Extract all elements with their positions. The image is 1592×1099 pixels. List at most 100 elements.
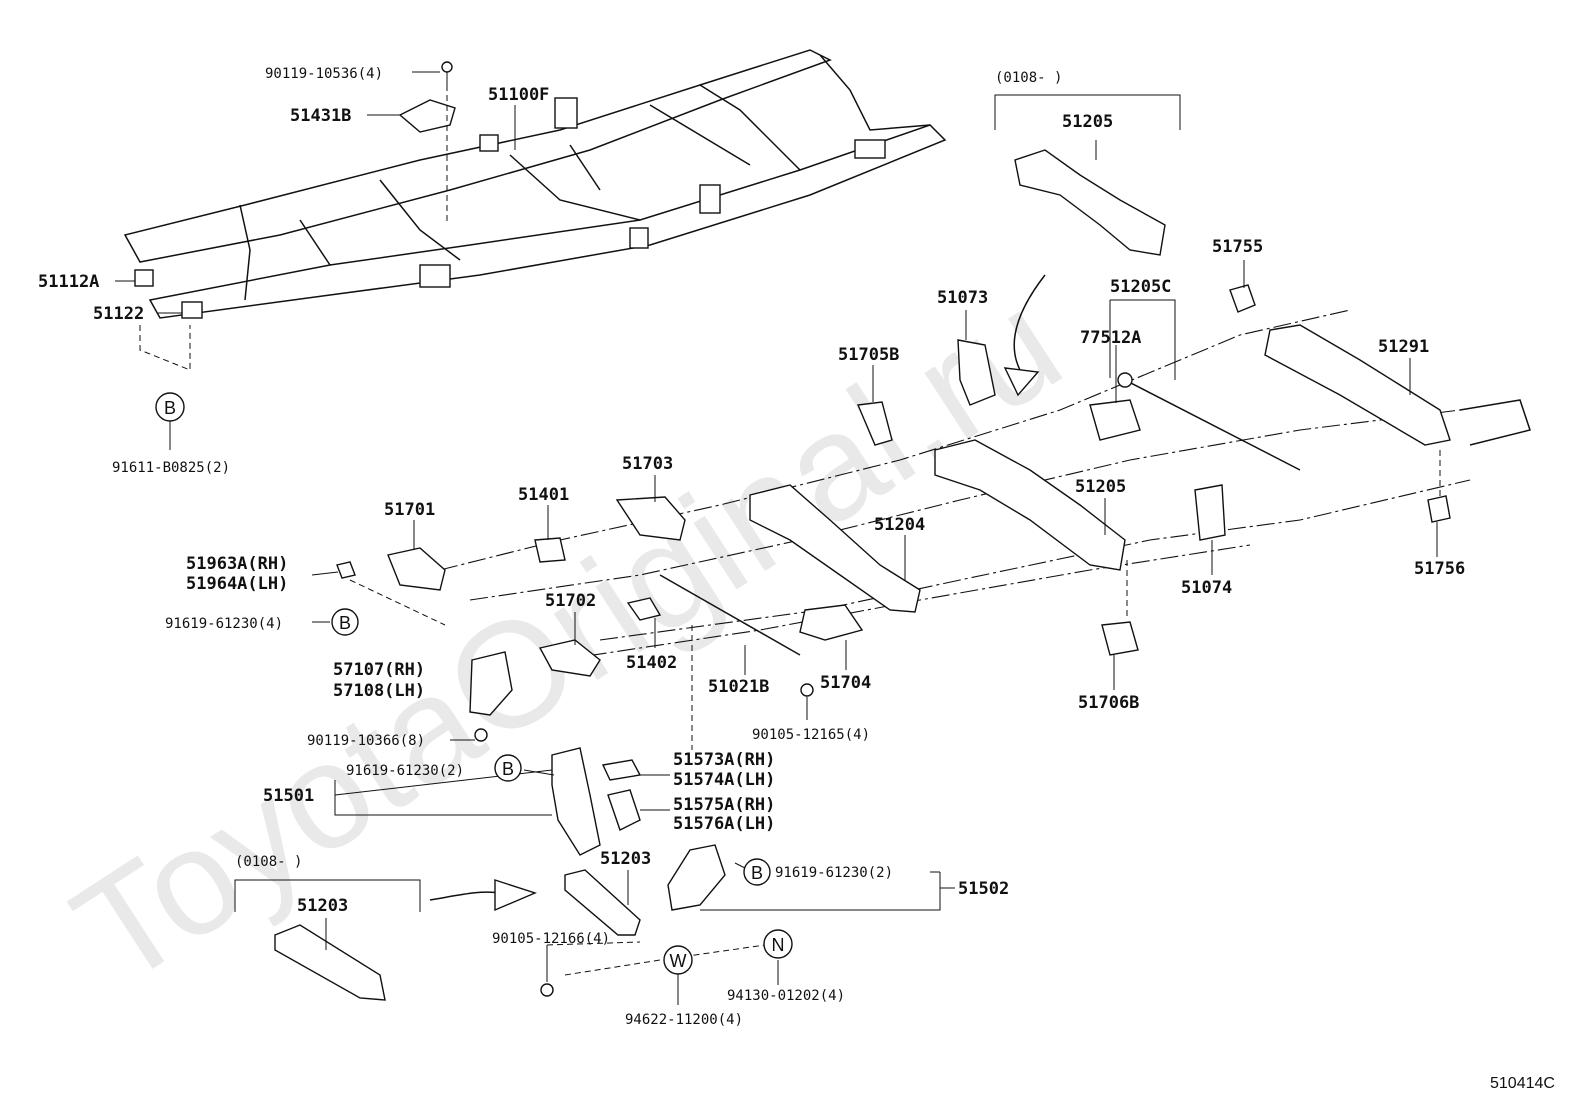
ref-circle-n: N bbox=[763, 929, 793, 959]
rod-51021B bbox=[659, 574, 801, 656]
bracket-57107 bbox=[469, 651, 513, 716]
callout-91619-61230-a: 91619-61230(4) bbox=[165, 616, 283, 632]
callout-51706B: 51706B bbox=[1078, 693, 1139, 713]
callout-51100F: 51100F bbox=[488, 85, 549, 105]
callout-57108: 57108(LH) bbox=[333, 681, 425, 701]
callout-51021B: 51021B bbox=[708, 677, 769, 697]
callout-91611-B0825: 91611-B0825(2) bbox=[112, 460, 230, 476]
callout-51756: 51756 bbox=[1414, 559, 1465, 579]
callout-51755: 51755 bbox=[1212, 237, 1263, 257]
bracket-51575A bbox=[607, 789, 641, 831]
callout-51963A: 51963A(RH) bbox=[186, 554, 288, 574]
callout-91619-61230-c: 91619-61230(2) bbox=[775, 865, 893, 881]
bracket-51705B bbox=[856, 401, 893, 446]
callout-90105-12166: 90105-12166(4) bbox=[492, 931, 610, 947]
callout-90119-10366: 90119-10366(8) bbox=[307, 733, 425, 749]
bracket-77512A bbox=[1089, 399, 1141, 441]
callout-57107: 57107(RH) bbox=[333, 660, 425, 680]
svg-text:B: B bbox=[751, 863, 763, 883]
arrow-lower bbox=[1013, 274, 1046, 371]
callout-51073: 51073 bbox=[937, 288, 988, 308]
bracket-51573A bbox=[601, 759, 642, 781]
watermark: ToyotaOriginal.ru bbox=[46, 258, 1088, 1016]
callout-date-range-lower: (0108- ) bbox=[235, 854, 302, 870]
callout-51702: 51702 bbox=[545, 591, 596, 611]
bracket-51704 bbox=[799, 604, 864, 641]
svg-text:B: B bbox=[502, 759, 514, 779]
arrow-lower-left bbox=[429, 891, 501, 901]
callout-51205-mid: 51205 bbox=[1075, 477, 1126, 497]
ref-circle-b-1: B bbox=[155, 392, 185, 422]
callout-51705B: 51705B bbox=[838, 345, 899, 365]
bracket-51702 bbox=[538, 639, 601, 677]
cushion-51122 bbox=[181, 301, 203, 319]
callout-51112A: 51112A bbox=[38, 272, 99, 292]
bracket-51431B bbox=[398, 99, 456, 133]
callout-90105-12165: 90105-12165(4) bbox=[752, 727, 870, 743]
ref-circle-w: W bbox=[663, 945, 693, 975]
crossmember-51205-upper bbox=[1014, 149, 1166, 256]
bracket-51755 bbox=[1229, 284, 1256, 313]
callout-51573A: 51573A(RH) bbox=[673, 750, 775, 770]
bracket-51073 bbox=[957, 339, 996, 406]
crossmember-51291 bbox=[1264, 324, 1451, 446]
crossmember-51204 bbox=[749, 484, 921, 613]
bolt-90105-12165 bbox=[800, 683, 814, 697]
svg-text:W: W bbox=[670, 951, 687, 971]
callout-51291: 51291 bbox=[1378, 337, 1429, 357]
bracket-51756 bbox=[1427, 495, 1451, 523]
callout-51203-alt: 51203 bbox=[297, 896, 348, 916]
crossmember-51205-mid bbox=[934, 439, 1126, 571]
svg-text:N: N bbox=[772, 935, 785, 955]
callout-51205C: 51205C bbox=[1110, 277, 1171, 297]
callout-51501: 51501 bbox=[263, 786, 314, 806]
callout-77512A: 77512A bbox=[1080, 328, 1141, 348]
ref-circle-b-3: B bbox=[494, 754, 522, 782]
callout-51574A: 51574A(LH) bbox=[673, 770, 775, 790]
crossmember-51203-alt bbox=[274, 924, 386, 1001]
callout-51964A: 51964A(LH) bbox=[186, 574, 288, 594]
frame-assembly-51100F bbox=[123, 49, 947, 319]
bracket-51402 bbox=[626, 597, 662, 621]
ref-circle-b-2: B bbox=[331, 608, 359, 636]
callout-51203-lower: 51203 bbox=[600, 849, 651, 869]
callout-51204: 51204 bbox=[874, 515, 925, 535]
bracket-51706B bbox=[1101, 621, 1139, 656]
rod-51205C bbox=[1124, 379, 1301, 471]
callout-date-range-upper: (0108- ) bbox=[995, 70, 1062, 86]
callout-51701: 51701 bbox=[384, 500, 435, 520]
callout-51402: 51402 bbox=[626, 653, 677, 673]
diagram-code: 510414C bbox=[1490, 1075, 1555, 1092]
callout-51074: 51074 bbox=[1181, 578, 1232, 598]
callout-51122: 51122 bbox=[93, 304, 144, 324]
svg-text:B: B bbox=[164, 398, 176, 418]
bracket-51501 bbox=[551, 747, 601, 856]
bracket-51401 bbox=[534, 537, 566, 563]
callout-51205-upper: 51205 bbox=[1062, 112, 1113, 132]
callout-90119-10536: 90119-10536(4) bbox=[265, 66, 383, 82]
bolt-90119-10536 bbox=[441, 61, 453, 85]
bracket-51701 bbox=[387, 547, 446, 591]
bracket-51963A bbox=[336, 561, 356, 579]
cushion-51112A bbox=[134, 269, 154, 287]
callout-91619-61230-b: 91619-61230(2) bbox=[346, 763, 464, 779]
callout-94130-01202: 94130-01202(4) bbox=[727, 988, 845, 1004]
callout-94622-11200: 94622-11200(4) bbox=[625, 1012, 743, 1028]
bracket-51502 bbox=[667, 844, 726, 911]
bracket-51703 bbox=[615, 496, 686, 541]
bolt-90105-12166 bbox=[540, 983, 554, 997]
crossmember-51203-lower bbox=[564, 869, 641, 936]
callout-51576A: 51576A(LH) bbox=[673, 814, 775, 834]
leader-lines bbox=[115, 71, 1441, 1005]
callout-51704: 51704 bbox=[820, 673, 871, 693]
callout-51502: 51502 bbox=[958, 879, 1009, 899]
callout-51703: 51703 bbox=[622, 454, 673, 474]
ref-circle-b-4: B bbox=[743, 858, 771, 886]
svg-text:B: B bbox=[339, 613, 351, 633]
callout-51431B: 51431B bbox=[290, 106, 351, 126]
callout-51575A: 51575A(RH) bbox=[673, 795, 775, 815]
bracket-51074 bbox=[1194, 484, 1226, 541]
callout-51401: 51401 bbox=[518, 485, 569, 505]
